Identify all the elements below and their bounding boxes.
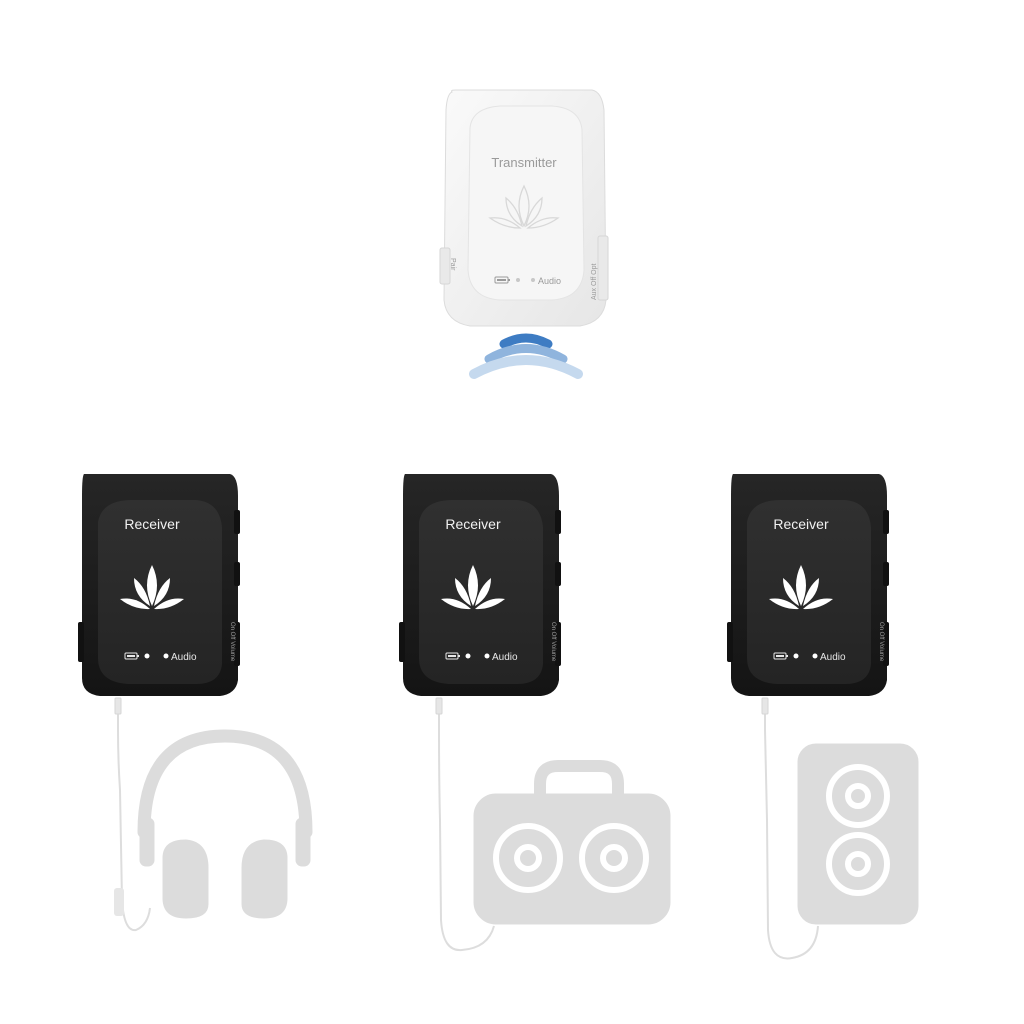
audio-led-icon — [163, 653, 169, 659]
transmitter-audio-label: Audio — [538, 276, 561, 286]
cable-speaker — [764, 700, 819, 960]
audio-led-icon — [484, 653, 490, 659]
receiver-label: Receiver — [445, 516, 501, 532]
mode-switch — [597, 235, 609, 301]
lotus-logo-icon — [441, 565, 505, 610]
volume-down-button — [555, 562, 561, 586]
receiver-audio-label: Audio — [492, 652, 518, 663]
volume-up-button — [555, 510, 561, 534]
battery-icon — [773, 652, 788, 660]
receiver-label: Receiver — [773, 516, 829, 532]
wireless-signal-icon — [469, 333, 583, 379]
side-port — [78, 622, 84, 662]
lotus-logo-icon — [488, 184, 560, 229]
boombox-icon — [473, 760, 671, 925]
power-switch — [555, 622, 561, 666]
side-port — [399, 622, 405, 662]
cables — [114, 697, 819, 960]
status-led-icon — [793, 653, 799, 659]
transmitter-label: Transmitter — [491, 155, 557, 170]
mode-label: Aux Off Opt — [591, 264, 598, 300]
receiver-side-label: On Off Volume — [878, 622, 884, 662]
receiver-label: Receiver — [124, 516, 180, 532]
receiver-audio-label: Audio — [820, 652, 846, 663]
status-led-icon — [516, 278, 520, 282]
volume-up-button — [883, 510, 889, 534]
side-port — [727, 622, 733, 662]
transmitter: Transmitter Audio Pair Aux Off Opt — [439, 89, 609, 327]
speaker-icon — [797, 743, 919, 925]
lotus-logo-icon — [769, 565, 833, 610]
receiver-side-label: On Off Volume — [550, 622, 556, 662]
battery-icon — [494, 276, 510, 284]
audio-led-icon — [812, 653, 818, 659]
battery-icon — [445, 652, 460, 660]
status-led-icon — [465, 653, 471, 659]
lotus-logo-icon — [120, 565, 184, 610]
pair-label: Pair — [449, 258, 456, 271]
receiver-side-label: On Off Volume — [229, 622, 235, 662]
headphones-icon — [137, 729, 313, 919]
volume-down-button — [234, 562, 240, 586]
battery-icon — [124, 652, 139, 660]
status-led-icon — [144, 653, 150, 659]
audio-led-icon — [531, 278, 535, 282]
power-switch — [883, 622, 889, 666]
transmitter-panel — [467, 105, 585, 301]
power-switch — [234, 622, 240, 666]
volume-down-button — [883, 562, 889, 586]
volume-up-button — [234, 510, 240, 534]
pair-button — [439, 247, 451, 285]
receiver-audio-label: Audio — [171, 652, 197, 663]
cable-headphones — [117, 700, 151, 932]
cable-boombox — [438, 700, 495, 952]
